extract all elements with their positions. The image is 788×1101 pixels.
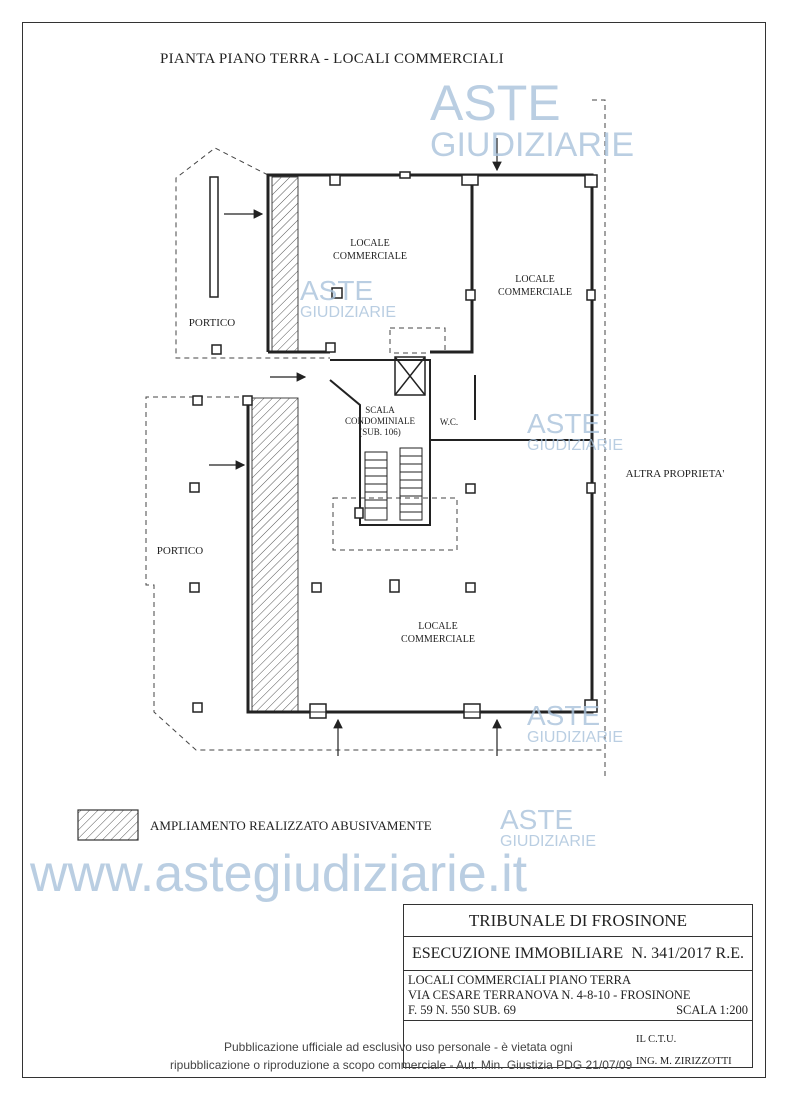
scale: SCALA 1:200 <box>676 1003 748 1017</box>
room-label-wc: W.C. <box>439 417 459 427</box>
pillars <box>189 171 598 719</box>
drawing-title: PIANTA PIANO TERRA - LOCALI COMMERCIALI <box>160 51 504 67</box>
legend-hatch-swatch <box>77 809 139 841</box>
drawing-frame <box>22 22 766 1078</box>
title-block: TRIBUNALE DI FROSINONE ESECUZIONE IMMOBI… <box>403 904 753 1068</box>
watermark-site: www.astegiudiziarie.it <box>30 845 528 903</box>
footer-line2: ripubblicazione o riproduzione a scopo c… <box>170 1058 633 1072</box>
legend-label: AMPLIAMENTO REALIZZATO ABUSIVAMENTE <box>150 818 432 833</box>
label-altra-proprieta: ALTRA PROPRIETA' <box>625 468 725 480</box>
property-line1: LOCALI COMMERCIALI PIANO TERRA <box>408 973 632 987</box>
lift <box>394 356 426 396</box>
hatched-extension-upper <box>271 176 299 353</box>
property-line2: VIA CESARE TERRANOVA N. 4-8-10 - FROSINO… <box>408 988 691 1002</box>
stairs <box>364 447 423 521</box>
room-label-portico-upper: PORTICO <box>188 317 236 329</box>
room-label-portico-lower: PORTICO <box>156 545 204 557</box>
portico-outlines <box>145 99 606 780</box>
entrance-arrows <box>209 138 502 756</box>
procedure-label: ESECUZIONE IMMOBILIARE <box>412 945 624 962</box>
hatched-extension-lower <box>251 397 299 713</box>
property-line3: F. 59 N. 550 SUB. 69 <box>408 1003 517 1017</box>
court-name: TRIBUNALE DI FROSINONE <box>404 905 752 937</box>
ctu-name: ING. M. ZIRIZZOTTI <box>636 1056 732 1067</box>
ctu-label: IL C.T.U. <box>636 1034 677 1045</box>
footer-line1: Pubblicazione ufficiale ad esclusivo uso… <box>224 1040 573 1054</box>
procedure-number: N. 341/2017 R.E. <box>631 945 744 962</box>
